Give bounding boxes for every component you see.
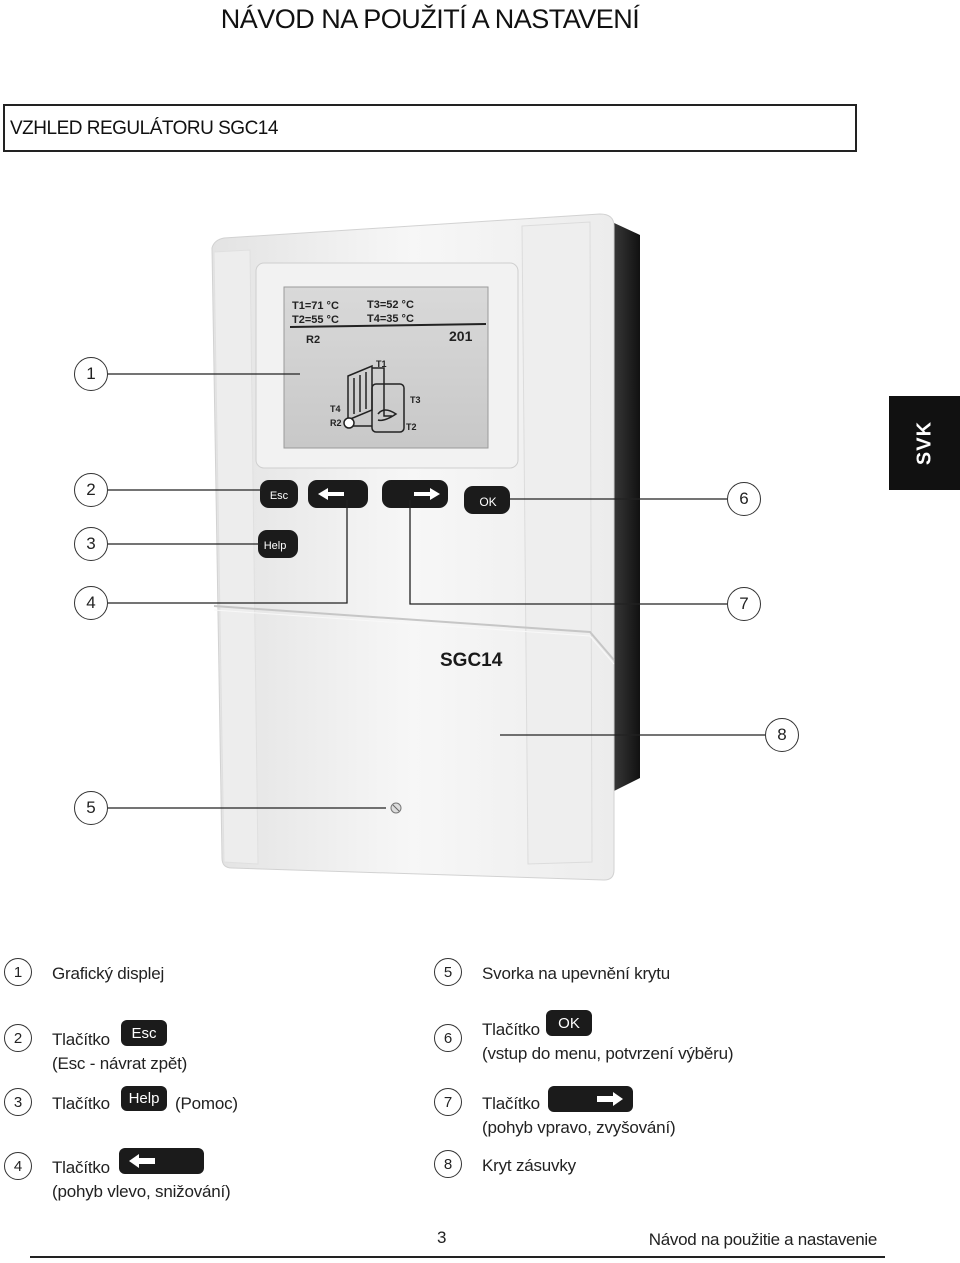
legend-desc-2: (Esc - návrat zpět) bbox=[52, 1054, 188, 1073]
footer-title: Návod na použitie a nastavenie bbox=[648, 1230, 878, 1249]
legend-num-4: 4 bbox=[4, 1152, 32, 1180]
legend-text-4: Tlačítko bbox=[52, 1158, 110, 1177]
footer-rule bbox=[30, 1256, 885, 1258]
device-illustration: T1=71 °C T3=52 °C T2=55 °C T4=35 °C R2 2… bbox=[108, 213, 765, 881]
legend-num-3: 3 bbox=[4, 1088, 32, 1116]
help-button-label: Help bbox=[264, 540, 287, 552]
device-model-label: SGC14 bbox=[440, 650, 503, 671]
legend-text-7: Tlačítko bbox=[482, 1094, 540, 1113]
callout-3: 3 bbox=[74, 527, 108, 561]
callout-7: 7 bbox=[727, 587, 761, 621]
display-relay: R2 bbox=[306, 334, 320, 346]
device-side bbox=[612, 222, 640, 792]
legend-text-8: Kryt zásuvky bbox=[482, 1156, 576, 1175]
legend-text-5: Svorka na upevnění krytu bbox=[482, 964, 670, 983]
legend-desc-7: (pohyb vpravo, zvyšování) bbox=[482, 1118, 676, 1137]
legend-num-1: 1 bbox=[4, 958, 32, 986]
display-t2: T2=55 °C bbox=[292, 314, 339, 326]
legend-text-3: Tlačítko bbox=[52, 1094, 110, 1113]
device-column bbox=[521, 221, 593, 865]
legend-num-8: 8 bbox=[434, 1150, 462, 1178]
legend-desc-6: (vstup do menu, potvrzení výběru) bbox=[482, 1044, 734, 1063]
legend-text-2: Tlačítko bbox=[52, 1030, 110, 1049]
legend-right-key bbox=[548, 1086, 633, 1112]
graphic-display bbox=[283, 286, 489, 449]
legend-after-3: (Pomoc) bbox=[175, 1094, 238, 1113]
ok-button-label: OK bbox=[479, 495, 496, 509]
esc-button[interactable]: Esc bbox=[260, 480, 298, 508]
legend-num-7: 7 bbox=[434, 1088, 462, 1116]
display-pump: R2 bbox=[330, 418, 342, 428]
language-tab: SVK bbox=[889, 396, 960, 490]
arrow-left-button[interactable] bbox=[308, 480, 368, 508]
esc-button-label: Esc bbox=[270, 490, 289, 502]
legend-text-1: Grafický displej bbox=[52, 964, 165, 983]
cover-screw-slot bbox=[392, 804, 400, 812]
page-title: NÁVOD NA POUŽITÍ A NASTAVENÍ bbox=[220, 4, 640, 34]
legend-help-key: Help bbox=[121, 1086, 167, 1111]
callout-6: 6 bbox=[727, 482, 761, 516]
ok-button[interactable]: OK bbox=[464, 486, 510, 514]
display-sensor-t2: T2 bbox=[406, 422, 417, 432]
callout-5: 5 bbox=[74, 791, 108, 825]
cover-edge bbox=[213, 605, 615, 661]
display-sensor-t4: T4 bbox=[330, 404, 341, 414]
arrow-left-icon bbox=[318, 488, 344, 500]
cover-edge-highlight bbox=[213, 609, 615, 665]
arrow-right-button[interactable] bbox=[382, 480, 448, 508]
legend-num-5: 5 bbox=[434, 958, 462, 986]
display-divider bbox=[289, 323, 487, 328]
callout-8: 8 bbox=[765, 718, 799, 752]
legend-num-2: 2 bbox=[4, 1024, 32, 1052]
display-sensor-t3: T3 bbox=[410, 395, 421, 405]
help-button[interactable]: Help bbox=[258, 530, 298, 558]
display-t3: T3=52 °C bbox=[367, 299, 414, 311]
language-tab-label: SVK bbox=[913, 420, 935, 466]
legend-text-6: Tlačítko bbox=[482, 1020, 540, 1039]
leader-lines bbox=[108, 373, 765, 809]
legend-ok-key: OK bbox=[546, 1010, 592, 1036]
section-header-box bbox=[3, 104, 857, 152]
legend-esc-key: Esc bbox=[121, 1020, 167, 1046]
display-t4: T4=35 °C bbox=[367, 313, 414, 325]
device-column-left bbox=[213, 249, 259, 865]
arrow-left-icon bbox=[129, 1154, 155, 1168]
display-sensor-t1: T1 bbox=[376, 359, 387, 369]
legend-num-6: 6 bbox=[434, 1024, 462, 1052]
legend-desc-4: (pohyb vlevo, snižování) bbox=[52, 1182, 231, 1201]
solar-scheme bbox=[343, 364, 405, 433]
arrow-right-icon bbox=[414, 488, 440, 500]
page-number: 3 bbox=[437, 1228, 447, 1247]
legend-left-key bbox=[119, 1148, 204, 1174]
callout-1: 1 bbox=[74, 357, 108, 391]
callout-2: 2 bbox=[74, 473, 108, 507]
display-t1: T1=71 °C bbox=[292, 300, 339, 312]
display-code: 201 bbox=[449, 328, 473, 344]
arrow-right-icon bbox=[597, 1092, 623, 1106]
section-title: VZHLED REGULÁTORU SGC14 bbox=[10, 118, 278, 139]
callout-4: 4 bbox=[74, 586, 108, 620]
